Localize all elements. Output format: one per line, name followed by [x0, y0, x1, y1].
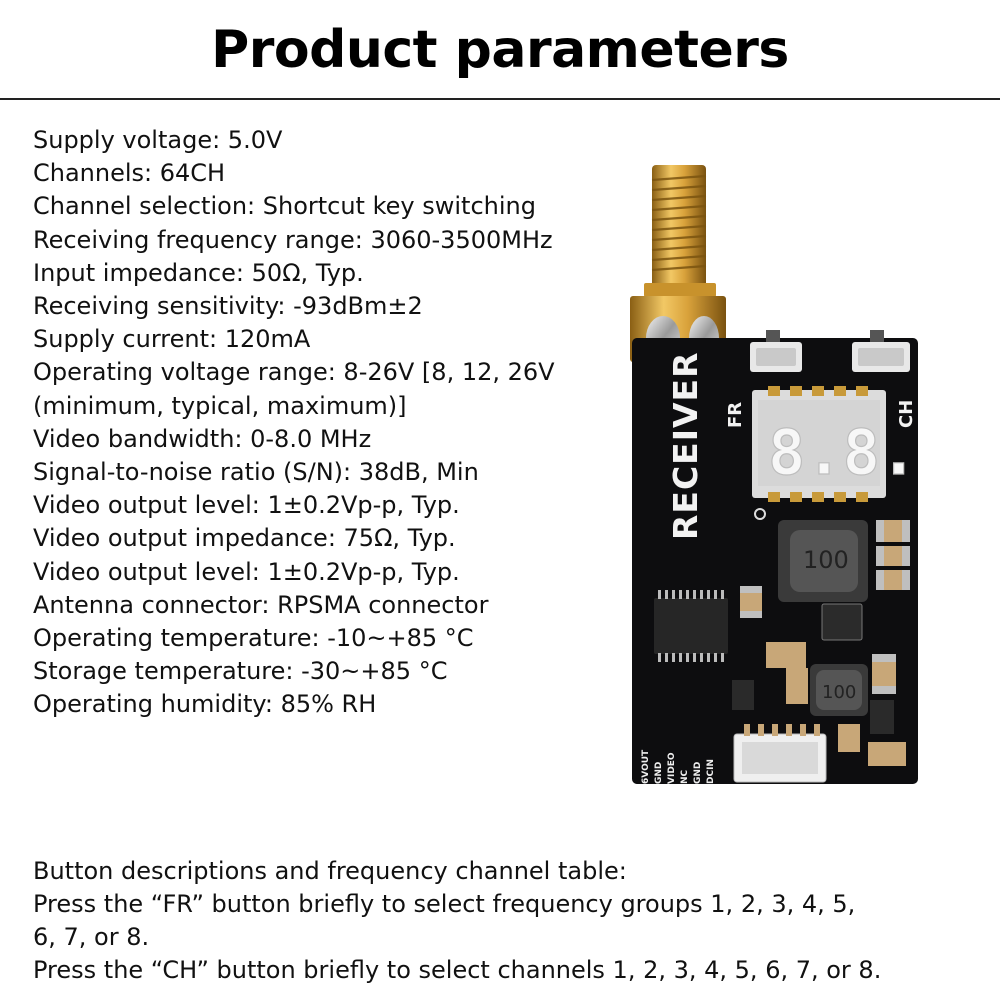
pin-label: DCIN — [706, 759, 716, 784]
board-brand-text: RECEIVER — [666, 352, 705, 541]
smd-capacitors — [732, 520, 910, 766]
spec-item: Channel selection: Shortcut key switchin… — [33, 192, 536, 221]
spec-item: Video bandwidth: 0-8.0 MHz — [33, 424, 372, 453]
spec-item: Video output level: 1±0.2Vp-p, Typ. — [33, 557, 460, 586]
pin-label: GND — [693, 762, 703, 784]
fr-button — [750, 330, 802, 372]
inductor-large: 100 — [778, 520, 868, 602]
pin-label: GND — [654, 762, 664, 784]
receiver-board-image: RECEIVER FR CH 8.8. 100 — [630, 165, 918, 784]
spec-item: Supply voltage: 5.0V — [33, 126, 283, 154]
spec-item: Antenna connector: RPSMA connector — [33, 590, 489, 619]
spec-item: Operating temperature: -10~+85 °C — [33, 624, 474, 653]
pin-label: NC — [680, 769, 690, 784]
sma-connector — [630, 165, 726, 362]
ic-chip — [654, 590, 728, 662]
spec-item: (minimum, typical, maximum)] — [33, 391, 407, 420]
ch-label: CH — [896, 400, 917, 428]
button-descriptions: Button descriptions and frequency channe… — [33, 855, 973, 987]
spec-item: Receiving sensitivity: -93dBm±2 — [33, 292, 423, 321]
ch-button-description: Press the “CH” button briefly to select … — [33, 956, 882, 984]
pin-label: 6VOUT — [641, 749, 651, 784]
spec-item: Input impedance: 50Ω, Typ. — [33, 258, 364, 287]
page-title: Product parameters — [211, 20, 789, 80]
seven-segment-display: 8.8. — [752, 386, 918, 502]
title-divider — [0, 98, 1000, 100]
qfn-chip — [821, 603, 863, 641]
indicator-dot — [754, 508, 766, 520]
spec-item: Supply current: 120mA — [33, 325, 311, 354]
fr-button-description: Press the “FR” button briefly to select … — [33, 890, 856, 918]
pin-label: VIDEO — [667, 752, 677, 784]
ch-button — [852, 330, 910, 372]
pin-labels: 6VOUT GND VIDEO NC GND DCIN — [641, 749, 716, 784]
spec-item: Storage temperature: -30~+85 °C — [33, 657, 448, 686]
spec-item: Operating voltage range: 8-26V [8, 12, 2… — [33, 358, 555, 387]
jst-connector — [733, 724, 827, 783]
spec-list: Supply voltage: 5.0V Channels: 64CH Chan… — [33, 124, 593, 722]
button-descriptions-heading: Button descriptions and frequency channe… — [33, 857, 627, 885]
spec-item: Operating humidity: 85% RH — [33, 690, 377, 719]
spec-item: Video output impedance: 75Ω, Typ. — [33, 524, 456, 553]
inductor-large-label: 100 — [803, 546, 849, 574]
fr-button-description-cont: 6, 7, or 8. — [33, 923, 150, 951]
inductor-small-label: 100 — [822, 682, 856, 703]
display-digits: 8.8. — [768, 416, 917, 489]
spec-item: Receiving frequency range: 3060-3500MHz — [33, 225, 553, 254]
inductor-small: 100 — [810, 664, 868, 716]
spec-item: Video output level: 1±0.2Vp-p, Typ. — [33, 491, 460, 520]
spec-item: Signal-to-noise ratio (S/N): 38dB, Min — [33, 458, 479, 487]
fr-label: FR — [725, 402, 746, 428]
spec-item: Channels: 64CH — [33, 159, 226, 188]
